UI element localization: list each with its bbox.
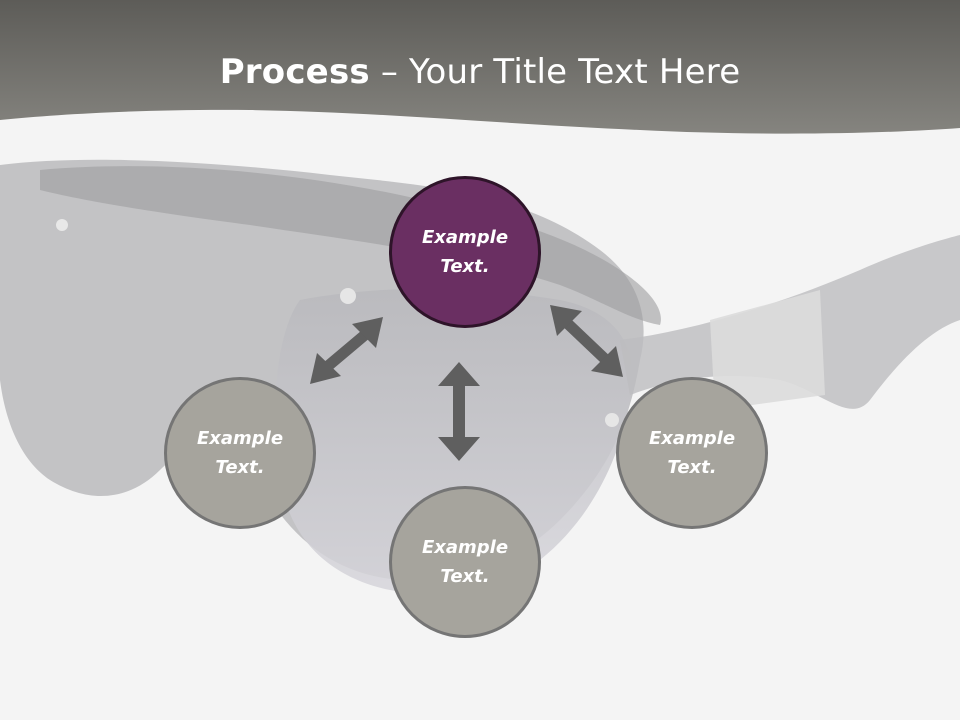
process-node-left: Example Text.	[164, 377, 316, 529]
process-node-right: Example Text.	[616, 377, 768, 529]
slide-title: Process – Your Title Text Here	[0, 52, 960, 92]
process-node-bottom-label: Example Text.	[421, 537, 509, 587]
double-arrow-left	[310, 317, 383, 384]
double-arrow-vertical	[438, 362, 480, 461]
title-bold: Process	[219, 52, 370, 92]
process-node-bottom: Example Text.	[389, 486, 541, 638]
header-band	[0, 0, 960, 134]
double-arrow-right	[550, 305, 623, 377]
title-rest: – Your Title Text Here	[369, 52, 741, 92]
process-node-top: Example Text.	[389, 176, 541, 328]
process-node-right-label: Example Text.	[648, 428, 736, 478]
process-node-left-label: Example Text.	[196, 428, 284, 478]
process-node-top-label: Example Text.	[421, 227, 509, 277]
